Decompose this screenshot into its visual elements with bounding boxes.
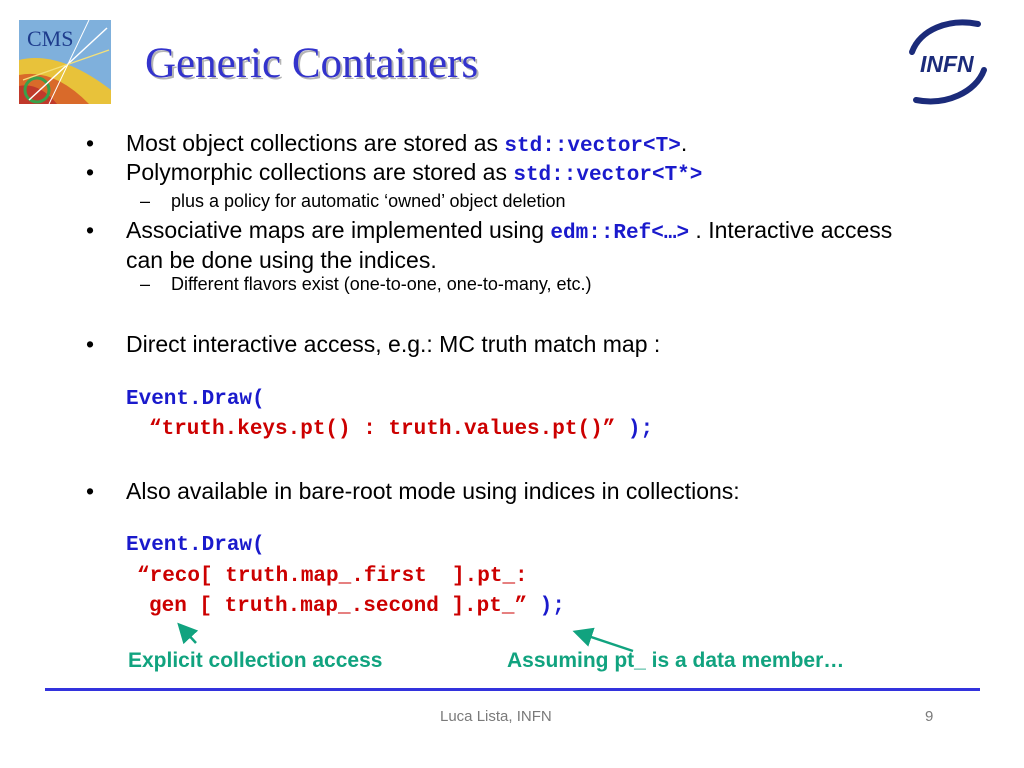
bullet-mark: • xyxy=(86,130,95,156)
bullet-text: Associative maps are implemented using xyxy=(126,217,551,243)
code-line-2: “truth.keys.pt() : truth.values.pt()” ); xyxy=(149,416,653,444)
code-line-1: Event.Draw( xyxy=(126,388,265,411)
code-string: “truth.keys.pt() : truth.values.pt()” xyxy=(149,418,616,441)
annotation-data-member: Assuming pt_ is a data member… xyxy=(507,649,845,672)
bullet-mark: • xyxy=(86,331,95,357)
code-line-3: Event.Draw( xyxy=(126,534,265,557)
bullet-text-end: . Interactive access can be done using t… xyxy=(126,217,893,273)
code-string: gen [ truth.map_.second ].pt_” xyxy=(149,595,528,618)
arrow-left xyxy=(177,622,199,645)
bullet-text: Direct interactive access, e.g.: MC trut… xyxy=(126,331,661,357)
code-paren: ); xyxy=(615,418,654,441)
footer-author: Luca Lista, INFN xyxy=(440,708,552,725)
page-number: 9 xyxy=(925,708,934,725)
bullet-mark: • xyxy=(86,478,95,504)
bullet-text: Polymorphic collections are stored as xyxy=(126,159,514,185)
inline-code: std::vector<T> xyxy=(504,135,681,158)
sub-bullet-mark: – xyxy=(140,274,151,294)
inline-code: std::vector<T*> xyxy=(513,164,703,187)
svg-text:INFN: INFN xyxy=(920,51,974,77)
bullet-text-end: . xyxy=(680,130,688,156)
code-line-4: “reco[ truth.map_.first ].pt_: xyxy=(137,565,528,588)
infn-logo: INFN xyxy=(909,19,987,105)
sub-bullet-mark: – xyxy=(140,191,151,211)
annotation-explicit-access: Explicit collection access xyxy=(128,649,383,672)
footer-rule xyxy=(45,688,980,691)
bullet-mark: • xyxy=(86,159,95,185)
slide-title: Generic Containers xyxy=(145,40,479,87)
bullet-text: Also available in bare-root mode using i… xyxy=(126,478,740,504)
sub-bullet-text: plus a policy for automatic ‘owned’ obje… xyxy=(171,191,566,211)
svg-text:CMS: CMS xyxy=(27,26,73,51)
code-paren: ); xyxy=(527,595,565,618)
bullet-mark: • xyxy=(86,217,95,243)
cms-logo: CMS xyxy=(19,20,111,104)
bullet-text: Most object collections are stored as xyxy=(126,130,505,156)
code-line-5: gen [ truth.map_.second ].pt_” ); xyxy=(149,593,565,621)
sub-bullet-text: Different flavors exist (one-to-one, one… xyxy=(171,274,592,294)
inline-code: edm::Ref<…> xyxy=(550,222,690,245)
